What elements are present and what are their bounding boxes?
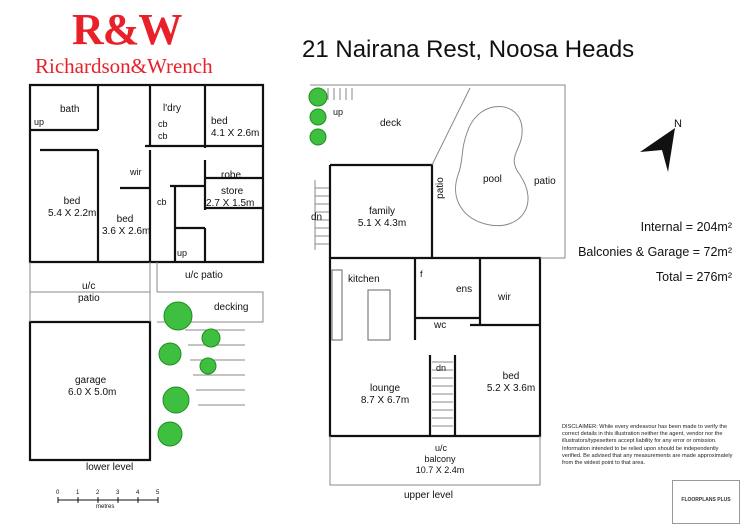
stair-down-label: dn [436,363,447,373]
room-lounge-name: lounge [369,383,401,394]
tree-icon [158,342,182,366]
disclaimer-text: DISCLAIMER: While every endeavour has be… [562,424,733,467]
left-deck-stairs [314,180,329,250]
balcony-dim: 10.7 X 2.4m [415,465,465,475]
room-bed-top-dim: 4.1 X 2.6m [211,128,260,139]
lower-wall-laundry [40,144,263,262]
scale-tick: 0 [56,490,60,496]
tree-icon [163,301,193,331]
balcony-label-2: balcony [424,454,456,464]
decking-outline [157,291,264,323]
tree-icon [199,357,217,375]
scale-bar [57,497,159,503]
patio-diagonal [431,87,471,166]
balcony-label-1: u/c [434,443,447,453]
room-ens: ens [456,284,473,295]
uc-patio-left-1: u/c [82,281,96,292]
tree-icon [162,386,190,414]
room-bed-left-name: bed [63,196,81,207]
room-family-name: family [368,206,396,217]
room-wc: wc [434,320,447,331]
scale-unit: metres [96,504,115,510]
upper-level-label: upper level [404,490,453,501]
tree-icon [157,421,183,447]
pool-label: pool [483,174,502,185]
stair-down-label: dn [311,212,323,223]
stair-up-label: up [177,248,188,258]
room-laundry: l'dry [163,103,182,114]
pool-shape [455,106,529,227]
room-lounge-dim: 8.7 X 6.7m [360,395,410,406]
fridge-label: f [420,269,423,279]
upper-stair-walls [428,355,457,435]
kitchen-island [367,289,391,341]
scale-tick: 2 [96,490,100,496]
lower-patio-outline [29,262,151,322]
room-family-dim: 5.1 X 4.3m [357,218,407,229]
lower-level-label: lower level [86,462,134,473]
tree-icon [309,128,327,146]
lower-trees [157,301,221,447]
cupboard-label: cb [158,131,168,141]
room-bath: bath [60,104,80,115]
uc-patio-left-2: patio [78,293,100,304]
internal-area: Internal = 204m² [640,220,732,234]
brand-name: Richardson&Wrench [35,54,213,78]
lower-wall-robe [170,160,263,262]
brand-logo-mark: R&W [72,5,182,54]
scale-tick: 5 [156,490,160,496]
deck-outline [310,84,566,259]
room-garage-dim: 6.0 X 5.0m [68,387,117,398]
room-garage-name: garage [75,375,107,386]
north-arrow-icon [640,128,675,172]
room-bed-upper-dim: 5.2 X 3.6m [486,383,536,394]
tree-icon [201,328,221,348]
deck-label: deck [380,118,402,129]
stair-up-label: up [34,117,45,127]
room-kitchen: kitchen [348,274,380,285]
patio-label: patio [534,176,556,187]
lower-wall-bath-right [30,85,207,148]
room-bed-upper-name: bed [502,371,520,382]
decking-label: decking [214,302,249,313]
balcony-outline [329,436,541,486]
scale-tick: 4 [136,490,140,496]
balconies-garage-area: Balconies & Garage = 72m² [578,245,732,259]
cupboard-label: cb [157,197,167,207]
total-area: Total = 276m² [655,270,732,284]
upper-deck-stairs [327,88,353,100]
lower-outer-walls [28,83,265,264]
kitchen-bench [331,269,343,341]
scale-tick: 1 [76,490,80,496]
room-wir-upper: wir [498,292,511,303]
compass-label: N [674,118,682,130]
room-robe: robe [221,170,242,181]
room-bed-mid-dim: 3.6 X 2.6m [102,226,151,237]
upper-ens-walls [413,258,540,340]
stair-up-label: up [333,107,344,117]
property-address: 21 Nairana Rest, Noosa Heads [302,36,635,63]
scale-tick: 3 [116,490,120,496]
floorplans-plus-logo: FLOORPLANS PLUS [681,497,731,503]
room-wir: wir [130,167,142,177]
upper-trees [308,87,328,146]
floorplans-plus-badge: FLOORPLANS PLUS [672,480,740,524]
upper-stairs-treads [432,361,453,427]
room-store-dim: 2.7 X 1.5m [206,198,255,209]
patio-vertical-label: patio [434,177,446,199]
room-store-name: store [221,186,244,197]
tree-icon [308,87,328,107]
room-bed-left-dim: 5.4 X 2.2m [48,208,97,219]
uc-patio-top: u/c patio [185,270,223,281]
room-bed-top-name: bed [211,116,228,127]
cupboard-label: cb [158,119,168,129]
room-bed-mid-name: bed [116,214,134,225]
tree-icon [309,108,327,126]
garage-walls [28,320,152,462]
